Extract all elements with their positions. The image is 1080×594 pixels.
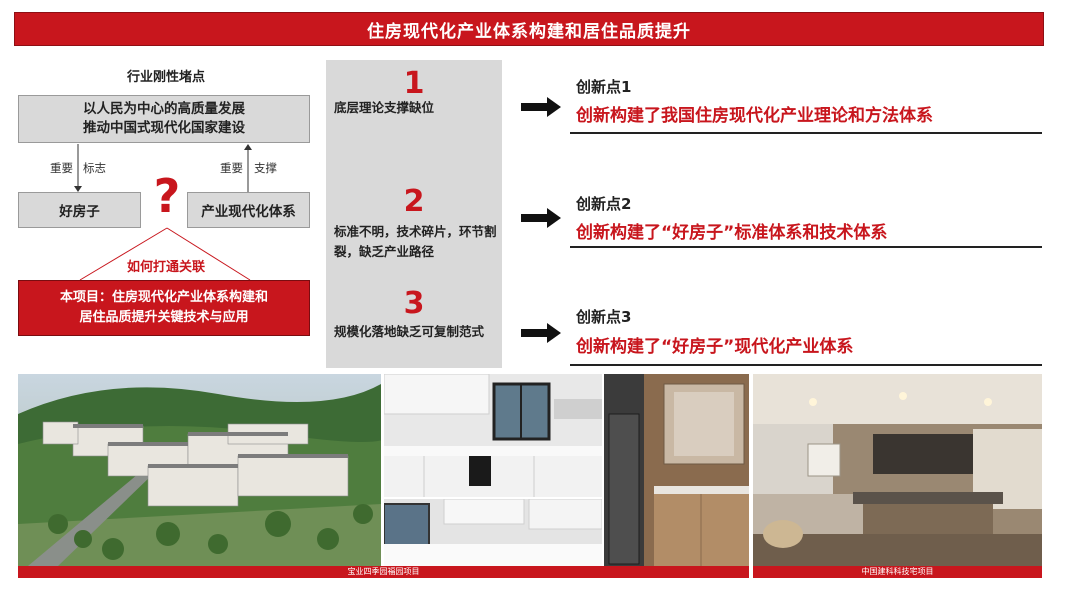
innovation-divider — [570, 246, 1042, 248]
innovation-divider — [570, 132, 1042, 134]
project-box: 本项目：住房现代化产业体系构建和 居住品质提升关键技术与应用 — [18, 280, 310, 336]
innovation-text-2: 创新构建了“好房子”标准体系和技术体系 — [576, 223, 888, 243]
project-line-2: 居住品质提升关键技术与应用 — [79, 310, 249, 325]
problem-number-1: 1 — [403, 66, 425, 101]
innovation-divider — [570, 364, 1042, 366]
arrow-right-icon — [521, 97, 561, 117]
innovation-text-1: 创新构建了我国住房现代化产业理论和方法体系 — [576, 106, 933, 126]
question-mark: ? — [153, 169, 181, 223]
right-photo-caption: 中国建科科技宅项目 — [753, 566, 1042, 578]
project-line-1: 本项目：住房现代化产业体系构建和 — [59, 290, 268, 305]
goal-box: 以人民为中心的高质量发展 推动中国式现代化国家建设 — [18, 95, 310, 143]
problem-number-3: 3 — [403, 286, 425, 321]
problem-text-1: 底层理论支撑缺位 — [334, 100, 435, 115]
arrow-right-icon — [521, 208, 561, 228]
aerial-residential-photo — [18, 374, 381, 566]
innovation-label-3: 创新点3 — [576, 308, 632, 326]
problem-number-2: 2 — [403, 184, 425, 219]
bathroom-photo — [604, 374, 749, 566]
right-arrow-label-b: 支撑 — [254, 161, 277, 175]
problems-panel — [326, 60, 502, 368]
arrow-right-icon — [521, 323, 561, 343]
right-arrow-label-a: 重要 — [220, 161, 243, 175]
problem-text-3: 规模化落地缺乏可复制范式 — [334, 324, 485, 339]
good-house-box: 好房子 — [18, 192, 141, 228]
kitchen-photo — [384, 374, 602, 497]
goal-line-2: 推动中国式现代化国家建设 — [83, 120, 245, 136]
left-photo-caption: 宝业四季园福园项目 — [18, 566, 749, 578]
living-room-photo — [753, 374, 1042, 566]
left-arrow-label-a: 重要 — [50, 161, 73, 175]
page-title: 住房现代化产业体系构建和居住品质提升 — [14, 12, 1044, 46]
goal-line-1: 以人民为中心的高质量发展 — [83, 101, 245, 117]
section-heading: 行业刚性堵点 — [126, 70, 205, 85]
industry-system-box: 产业现代化体系 — [187, 192, 310, 228]
link-label: 如何打通关联 — [126, 260, 205, 275]
left-arrow-label-b: 标志 — [83, 161, 106, 175]
innovation-label-2: 创新点2 — [576, 195, 632, 213]
kitchen-detail-photo — [384, 499, 602, 566]
innovation-label-1: 创新点1 — [576, 78, 632, 96]
problem-text-2: 标准不明，技术碎片，环节割裂，缺乏产业路径 — [334, 224, 497, 259]
innovation-text-3: 创新构建了“好房子”现代化产业体系 — [576, 337, 854, 357]
